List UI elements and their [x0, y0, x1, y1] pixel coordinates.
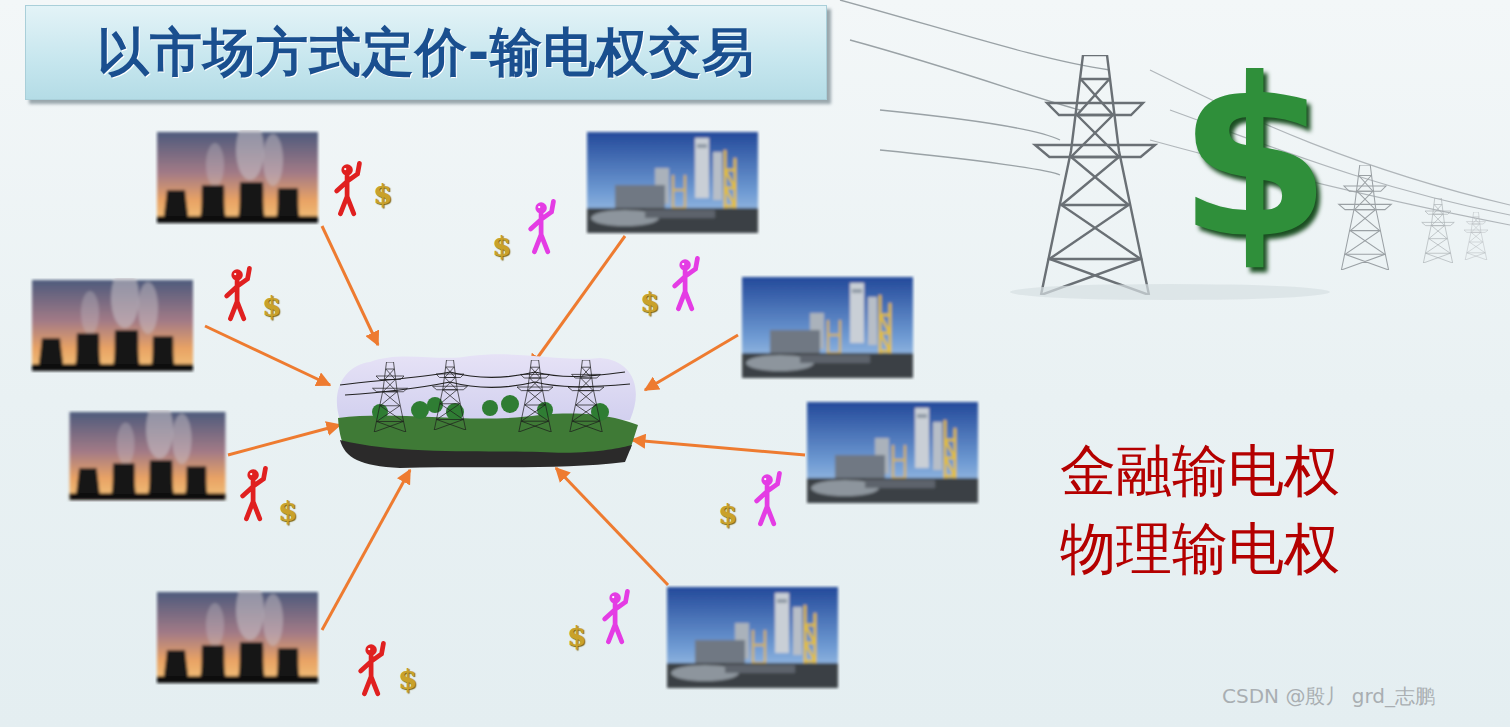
term-label: 物理输电权 — [1060, 518, 1340, 580]
coal-plant — [32, 120, 318, 683]
flow-arrow — [205, 226, 805, 630]
gas-plant — [587, 132, 978, 688]
dollar-sign: $ — [567, 622, 586, 653]
power-tower-scene — [840, 0, 1510, 300]
term-label: 金融输电权 — [1060, 440, 1340, 502]
title-text: 以市场方式定价-输电权交易 — [97, 18, 756, 88]
dollar-sign: $ — [492, 232, 511, 263]
title-banner: 以市场方式定价-输电权交易 — [25, 5, 827, 100]
dollar-sign: $ — [373, 180, 392, 211]
dollar-sign: $ — [278, 497, 297, 528]
dollar-sign: $ — [262, 292, 281, 323]
dollar-sign: $ — [718, 500, 737, 531]
watermark: CSDN @殷丿 grd_志鹏 — [1222, 685, 1435, 707]
dollar-sign: $ — [640, 288, 659, 319]
dollar-sign: $ — [398, 665, 417, 696]
grid-picture — [337, 354, 638, 468]
big-dollar-sign: $ — [1178, 38, 1331, 280]
trader-figure — [227, 163, 780, 693]
